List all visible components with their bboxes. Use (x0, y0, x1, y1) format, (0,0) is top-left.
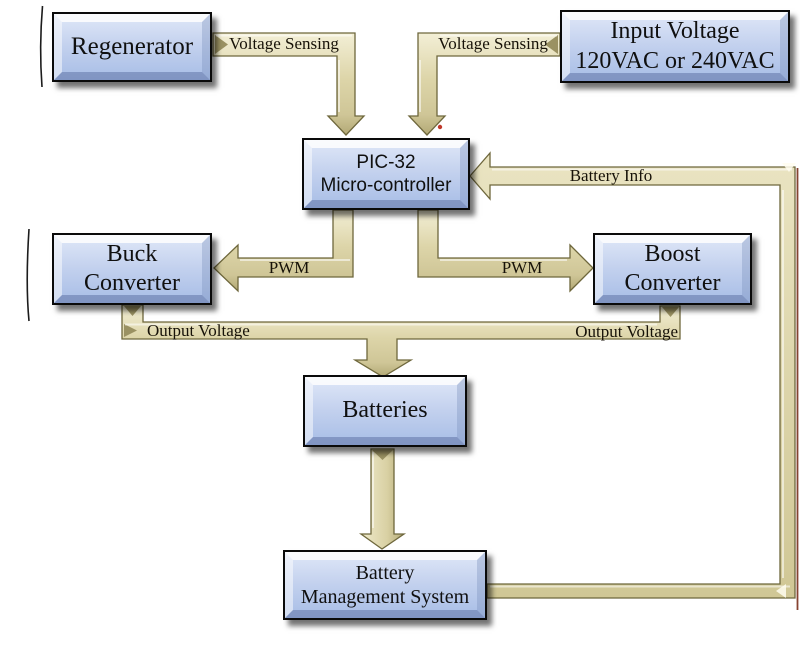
block-regenerator: Regenerator (52, 12, 212, 82)
block-boost-converter: Boost Converter (593, 233, 752, 305)
voltage-sensing-arrow-left (212, 32, 366, 136)
block-label: Batteries (342, 397, 428, 424)
battery-info-feedback-arrow (469, 151, 796, 599)
block-label: Management System (300, 586, 470, 608)
block-label: Converter (624, 270, 721, 296)
block-label: Converter (84, 270, 180, 296)
block-label: Input Voltage (610, 18, 740, 45)
block-label: PIC-32 (356, 151, 416, 173)
label-battery-info: Battery Info (569, 166, 653, 185)
arrow-tail-chevron (124, 324, 137, 337)
stray-mark-left-middle (26, 228, 30, 322)
block-label: Micro-controller (320, 175, 452, 196)
arrow-tail-chevron (662, 307, 679, 317)
batteries-to-bms-arrow (358, 448, 407, 550)
arrow-highlights (125, 34, 792, 588)
block-battery-management-system: Battery Management System (283, 550, 487, 620)
stray-mark-left-top (39, 5, 44, 88)
block-buck-converter: Buck Converter (52, 233, 212, 305)
block-label: Regenerator (70, 32, 194, 60)
arrow-tail-chevron (124, 306, 141, 316)
label-pwm-left: PWM (268, 258, 310, 277)
block-pic32-microcontroller: PIC-32 Micro-controller (302, 138, 470, 210)
block-label: Battery (355, 561, 415, 584)
pwm-arrow-left (213, 209, 354, 293)
label-output-voltage-right: Output Voltage (575, 322, 678, 341)
label-pwm-right: PWM (501, 258, 543, 277)
corner-glint (782, 163, 796, 172)
pwm-arrow-right (417, 209, 594, 293)
arrow-tail-chevron (215, 35, 228, 54)
label-output-voltage-left: Output Voltage (147, 321, 250, 340)
stray-red-dot (437, 124, 443, 130)
block-label: Boost (644, 240, 701, 267)
arrow-tail-chevron (372, 450, 393, 460)
label-voltage-sensing-right: Voltage Sensing (438, 34, 548, 53)
block-label: Buck (106, 240, 158, 267)
block-batteries: Batteries (303, 375, 467, 447)
block-label: 120VAC or 240VAC (575, 47, 775, 74)
arrow-tail-chevron (545, 35, 558, 54)
block-input-voltage: Input Voltage 120VAC or 240VAC (560, 10, 790, 83)
output-voltage-arrow (121, 304, 681, 378)
label-voltage-sensing-left: Voltage Sensing (229, 34, 339, 53)
voltage-sensing-arrow-right (407, 32, 561, 136)
corner-glint (776, 584, 786, 598)
